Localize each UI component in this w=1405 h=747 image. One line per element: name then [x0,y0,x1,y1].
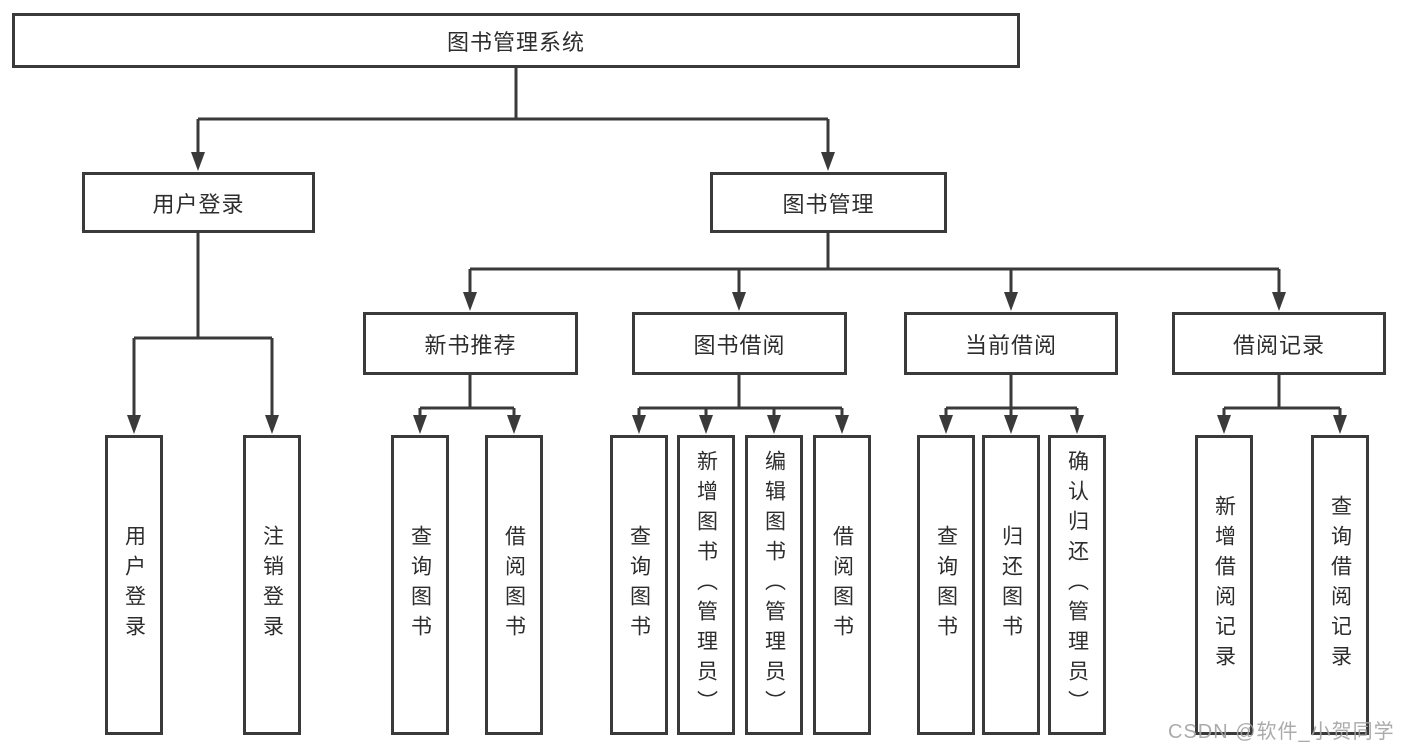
leaf-query-books-borrow: 查询图书 [610,435,668,735]
leaf-return-book: 归还图书 [982,435,1040,735]
leaf-label: 用户登录 [122,525,146,645]
leaf-label: 查询借阅记录 [1328,495,1352,675]
node-root: 图书管理系统 [12,13,1020,68]
node-book-borrow: 图书借阅 [632,312,847,375]
leaf-label: 查询图书 [627,525,651,645]
leaf-add-book-admin: 新增图书（管理员） [677,435,735,735]
leaf-label: 借阅图书 [502,525,526,645]
leaf-user-login: 用户登录 [105,435,163,735]
node-book-management: 图书管理 [710,172,947,233]
leaf-label: 确认归还（管理员） [1065,450,1089,720]
leaf-label: 查询图书 [934,525,958,645]
leaf-label: 归还图书 [999,525,1023,645]
leaf-borrow-books-recommend: 借阅图书 [485,435,543,735]
leaf-query-borrow-record: 查询借阅记录 [1311,435,1369,735]
leaf-label: 新增借阅记录 [1212,495,1236,675]
leaf-query-books-recommend: 查询图书 [391,435,449,735]
leaf-label: 查询图书 [408,525,432,645]
leaf-add-borrow-record: 新增借阅记录 [1195,435,1253,735]
node-user-login: 用户登录 [82,172,315,233]
leaf-logout: 注销登录 [243,435,301,735]
leaf-query-books-current: 查询图书 [917,435,975,735]
leaf-borrow-books: 借阅图书 [813,435,871,735]
node-current-borrow: 当前借阅 [904,312,1118,375]
leaf-confirm-return-admin: 确认归还（管理员） [1048,435,1106,735]
node-new-book-recommend: 新书推荐 [363,312,578,375]
leaf-edit-book-admin: 编辑图书（管理员） [745,435,803,735]
leaf-label: 借阅图书 [830,525,854,645]
node-borrow-records: 借阅记录 [1172,312,1386,375]
csdn-watermark: CSDN @软件_小贺同学 [1168,721,1395,743]
leaf-label: 新增图书（管理员） [694,450,718,720]
leaf-label: 注销登录 [260,525,284,645]
leaf-label: 编辑图书（管理员） [762,450,786,720]
